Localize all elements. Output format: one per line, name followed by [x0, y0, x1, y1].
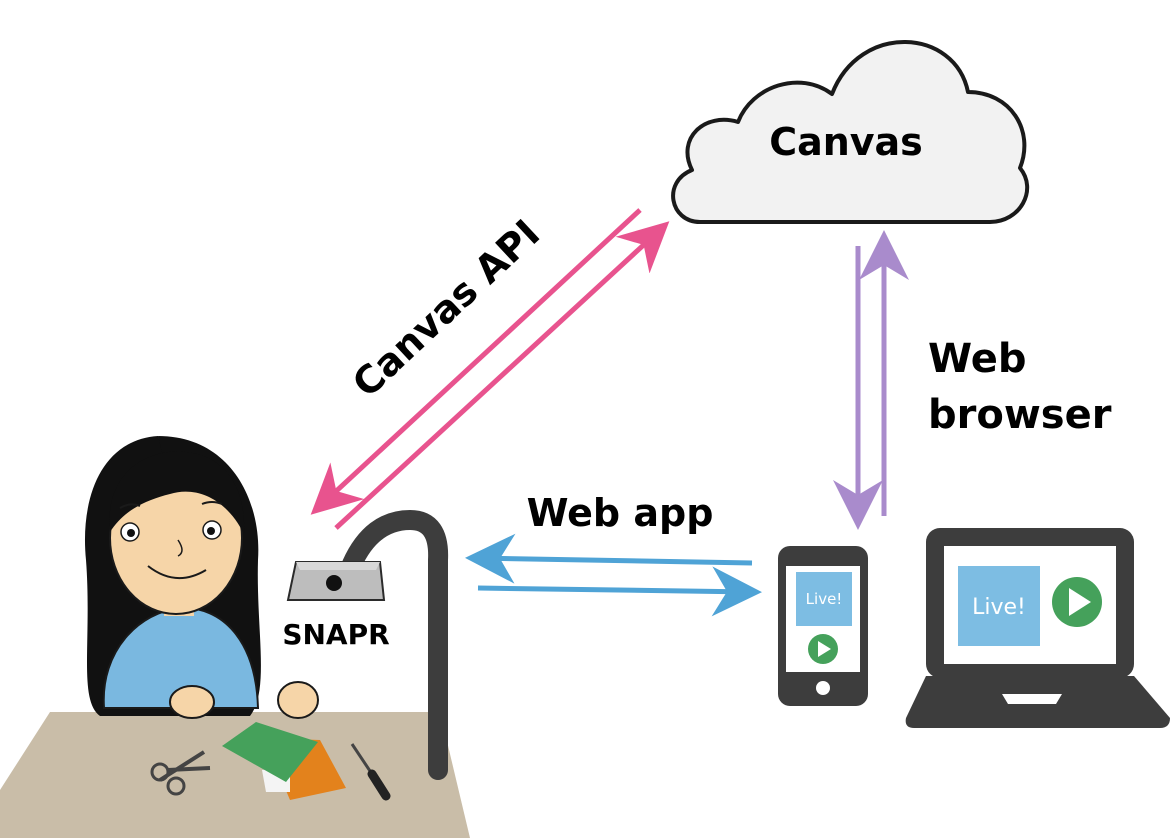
- laptop-trackpad: [1002, 694, 1062, 704]
- phone-node: Live!: [778, 546, 868, 706]
- cloud-icon: [671, 40, 1030, 224]
- cloud-label: Canvas: [769, 120, 923, 164]
- person-icon: [84, 436, 319, 719]
- arrow-phone-to-device: [465, 533, 753, 584]
- play-icon: [1052, 577, 1102, 627]
- device-node: SNAPR: [282, 509, 449, 780]
- laptop-live-tile: [958, 566, 1040, 646]
- device-label: SNAPR: [282, 618, 389, 651]
- phone-live-text: Live!: [806, 590, 843, 608]
- edge-canvas-api: Canvas API: [310, 208, 670, 530]
- cloud-node: Canvas: [671, 40, 1030, 224]
- laptop-node: Live!: [905, 528, 1170, 728]
- table-surface: [0, 712, 470, 838]
- arrow-cloud-to-device: [310, 208, 642, 515]
- edge-label-web: Web: [928, 336, 1026, 382]
- edge-web-browser: Web browser: [833, 230, 1112, 530]
- camera-arm: [342, 509, 449, 780]
- phone-home-button: [816, 681, 830, 695]
- laptop-live-text: Live!: [972, 595, 1026, 620]
- edge-label-canvas-api: Canvas API: [344, 211, 548, 406]
- paper-green: [222, 722, 318, 782]
- scissors-icon: [150, 750, 211, 796]
- edge-label-web-app: Web app: [527, 491, 714, 535]
- document-camera-icon: [286, 561, 386, 601]
- phone-live-tile: [796, 572, 852, 626]
- edge-web-app: Web app: [465, 491, 762, 617]
- edge-label-browser: browser: [928, 392, 1112, 438]
- arrow-device-to-phone: [477, 566, 762, 617]
- craft-items: [150, 722, 391, 801]
- arrow-device-to-cloud: [334, 221, 670, 530]
- play-icon: [808, 634, 838, 664]
- screwdriver-icon: [350, 743, 391, 801]
